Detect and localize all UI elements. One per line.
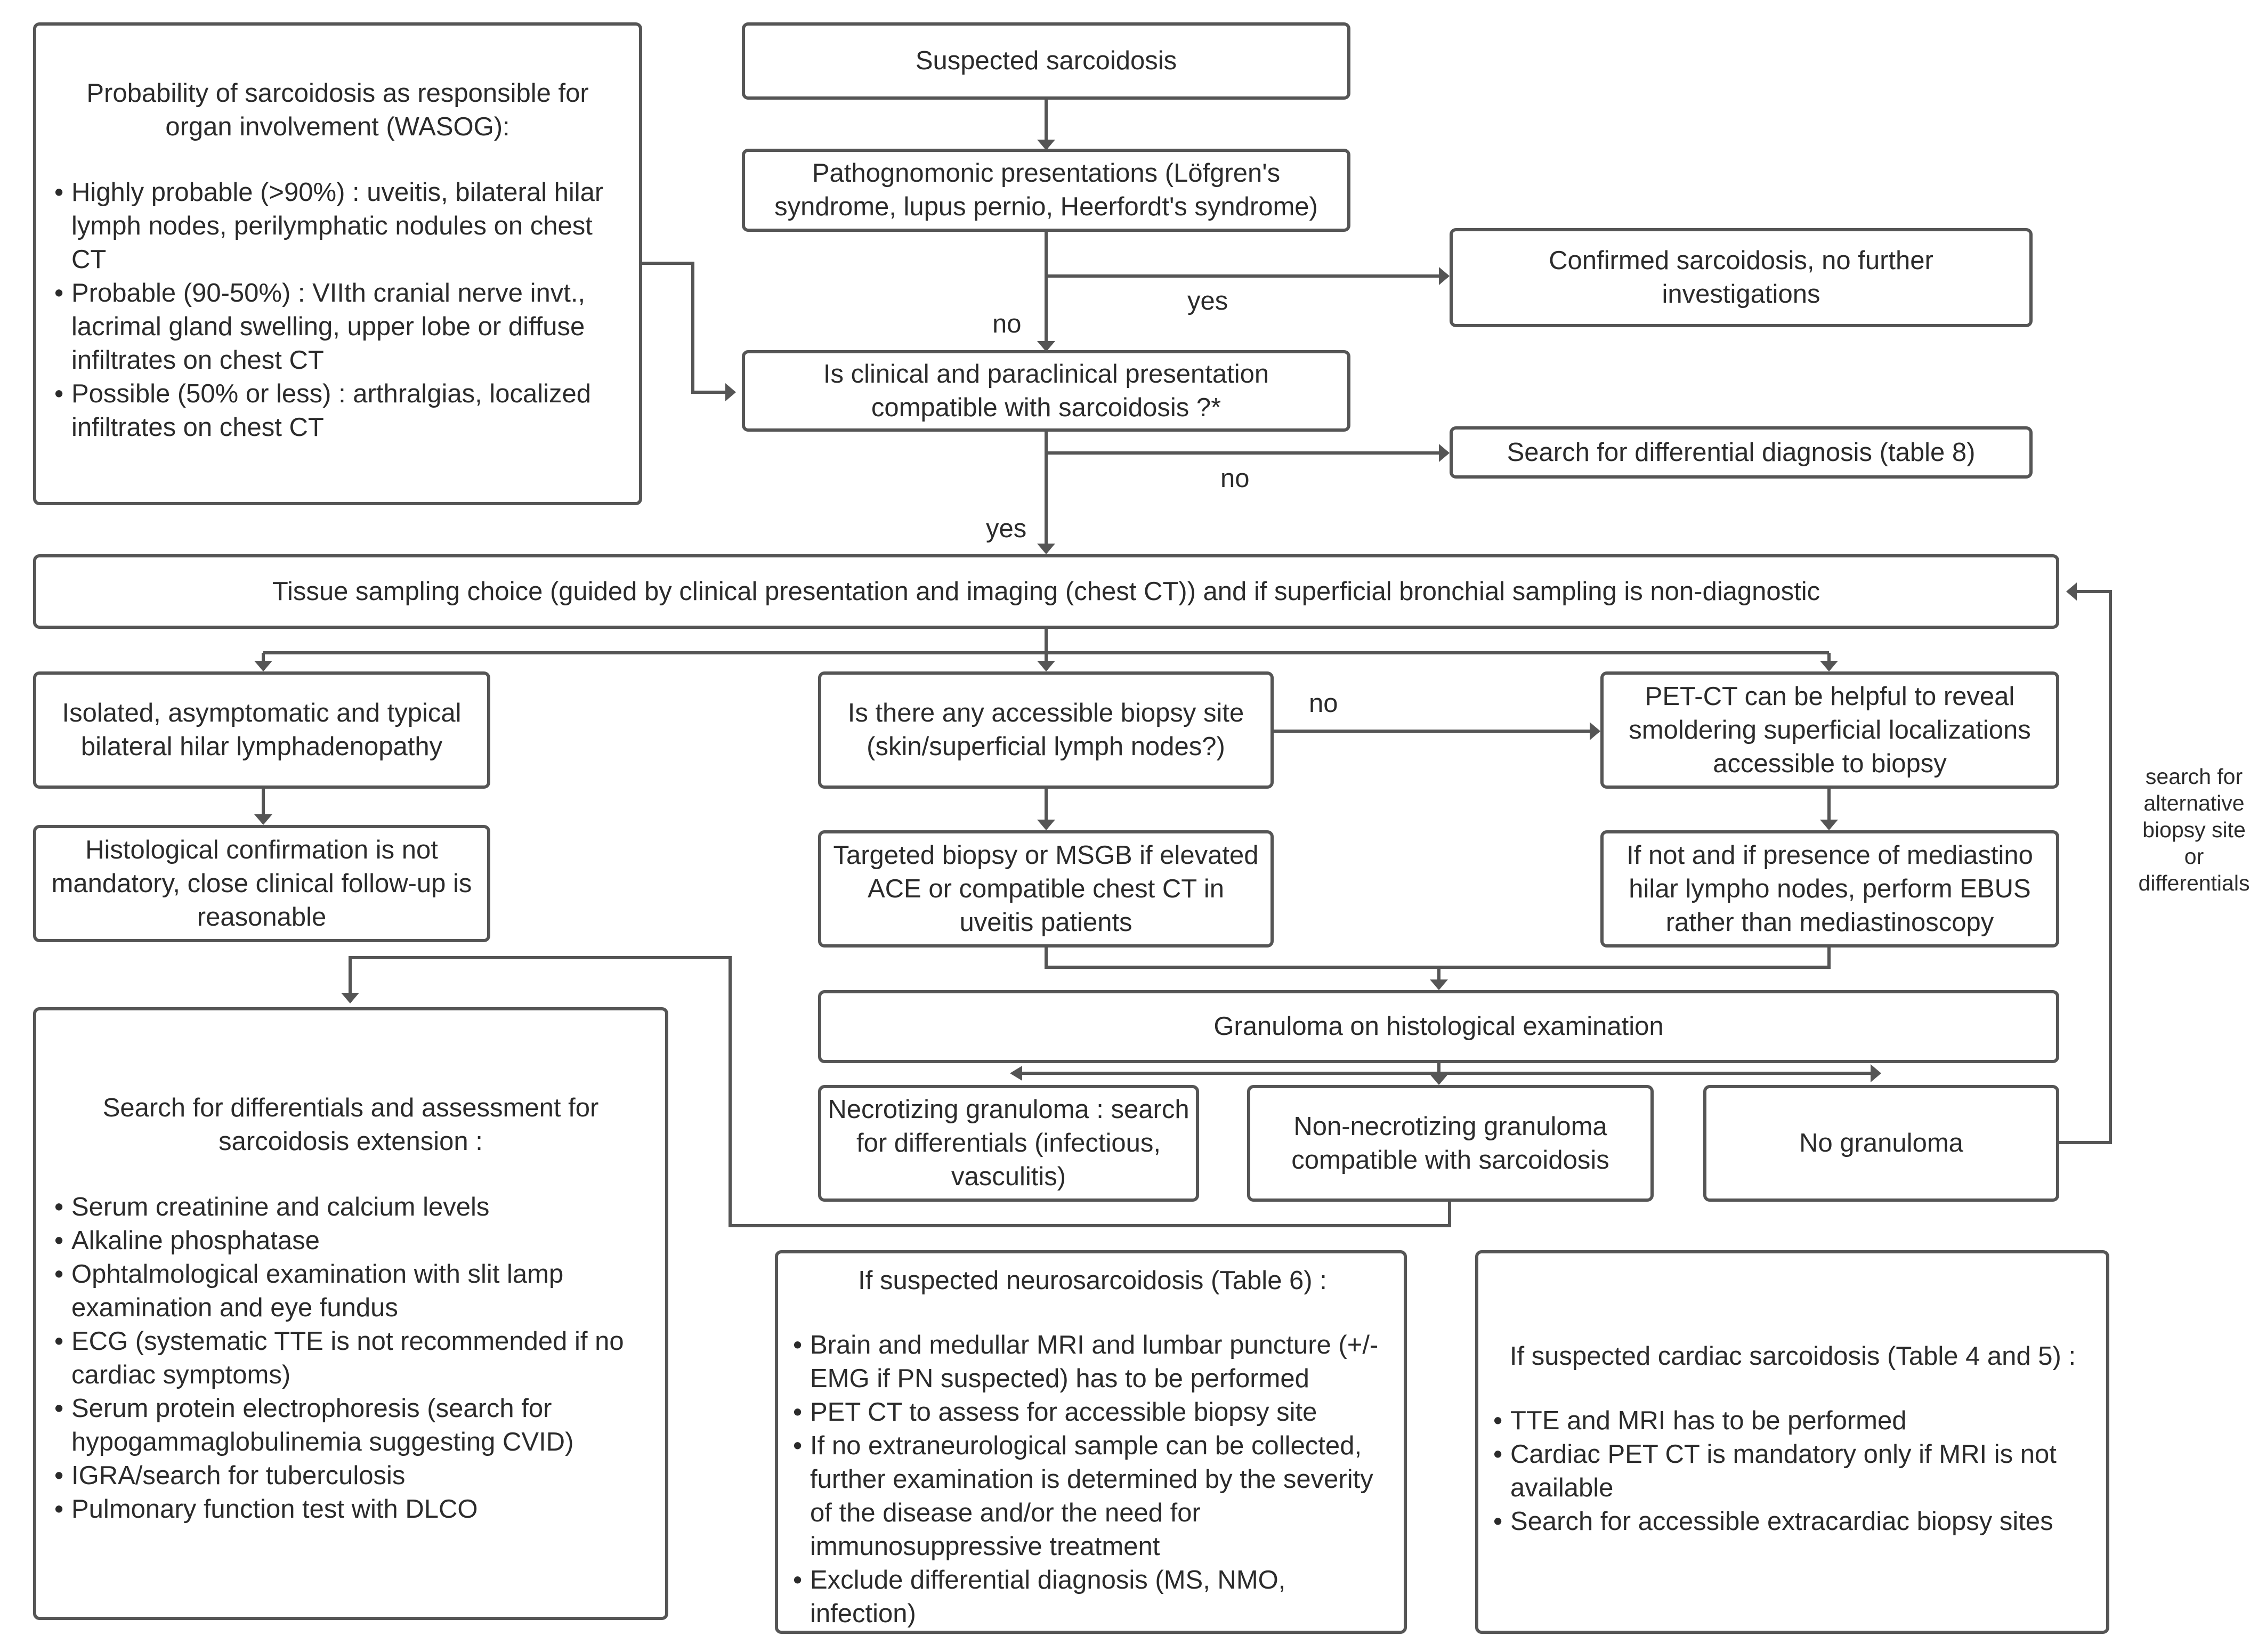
label-no-accessible: no [1309, 689, 1338, 718]
targeted-biopsy-box: Targeted biopsy or MSGB if elevated ACE … [818, 830, 1274, 948]
extension-item: Pulmonary function test with DLCO [51, 1493, 650, 1526]
extension-item: Ophtalmological examination with slit la… [51, 1258, 650, 1325]
non-necrotizing-granuloma-box: Non-necrotizing granuloma compatible wit… [1247, 1085, 1654, 1202]
compatible-presentation-text: Is clinical and paraclinical presentatio… [823, 359, 1269, 422]
extension-item: Serum creatinine and calcium levels [51, 1191, 650, 1224]
histological-not-mandatory-text: Histological confirmation is not mandato… [51, 835, 472, 932]
cardiac-sarcoidosis-heading: If suspected cardiac sarcoidosis (Table … [1509, 1342, 2076, 1371]
probability-item: Possible (50% or less) : arthralgias, lo… [51, 377, 624, 444]
probability-heading: Probability of sarcoidosis as responsibl… [86, 79, 589, 141]
isolated-lymphadenopathy-box: Isolated, asymptomatic and typical bilat… [33, 671, 490, 789]
cardiac-sarcoidosis-item: Search for accessible extracardiac biops… [1490, 1505, 2095, 1538]
isolated-lymphadenopathy-text: Isolated, asymptomatic and typical bilat… [62, 699, 462, 761]
label-alternative-biopsy: search for alternative biopsy site or di… [2138, 764, 2250, 895]
cardiac-sarcoidosis-item: TTE and MRI has to be performed [1490, 1404, 2095, 1438]
pathognomonic-box: Pathognomonic presentations (Löfgren's s… [742, 149, 1350, 232]
label-yes-pathognomonic: yes [1187, 287, 1228, 315]
no-granuloma-box: No granuloma [1703, 1085, 2059, 1202]
suspected-sarcoidosis-box: Suspected sarcoidosis [742, 22, 1350, 100]
arrow-no-granuloma-loop [2058, 590, 2112, 1144]
tissue-sampling-box: Tissue sampling choice (guided by clinic… [33, 554, 2059, 629]
granuloma-exam-text: Granuloma on histological examination [1213, 1012, 1664, 1041]
arrow-probability-to-compatible [642, 262, 734, 394]
probability-item: Highly probable (>90%) : uveitis, bilate… [51, 176, 624, 277]
granuloma-exam-box: Granuloma on histological examination [818, 990, 2059, 1063]
arrow-compatible-no [1045, 432, 1448, 455]
neurosarcoidosis-item: Brain and medullar MRI and lumbar punctu… [790, 1329, 1395, 1396]
accessible-site-text: Is there any accessible biopsy site (ski… [847, 699, 1244, 761]
necrotizing-granuloma-text: Necrotizing granuloma : search for diffe… [828, 1095, 1189, 1191]
neurosarcoidosis-box: If suspected neurosarcoidosis (Table 6) … [775, 1250, 1407, 1634]
label-yes-compatible: yes [986, 514, 1027, 543]
petct-helpful-box: PET-CT can be helpful to reveal smolderi… [1600, 671, 2059, 789]
suspected-sarcoidosis-text: Suspected sarcoidosis [915, 46, 1177, 75]
accessible-site-box: Is there any accessible biopsy site (ski… [818, 671, 1274, 789]
neurosarcoidosis-item: Exclude differential diagnosis (MS, NMO,… [790, 1564, 1395, 1631]
non-necrotizing-granuloma-text: Non-necrotizing granuloma compatible wit… [1291, 1112, 1609, 1175]
search-differential-box: Search for differential diagnosis (table… [1450, 426, 2033, 479]
extension-item: IGRA/search for tuberculosis [51, 1459, 650, 1493]
arrow-granuloma-outcomes [1021, 1063, 1871, 1083]
probability-item: Probable (90-50%) : VIIth cranial nerve … [51, 277, 624, 377]
necrotizing-granuloma-box: Necrotizing granuloma : search for diffe… [818, 1085, 1199, 1202]
extension-box: Search for differentials and assessment … [33, 1007, 668, 1620]
label-no-pathognomonic: no [992, 310, 1022, 338]
probability-box: Probability of sarcoidosis as responsibl… [33, 22, 642, 505]
cardiac-sarcoidosis-box: If suspected cardiac sarcoidosis (Table … [1475, 1250, 2109, 1634]
extension-item: Serum protein electrophoresis (search fo… [51, 1392, 650, 1459]
confirmed-sarcoidosis-text: Confirmed sarcoidosis, no further invest… [1549, 246, 1933, 309]
extension-item: ECG (systematic TTE is not recommended i… [51, 1325, 650, 1392]
confirmed-sarcoidosis-box: Confirmed sarcoidosis, no further invest… [1450, 228, 2033, 327]
histological-not-mandatory-box: Histological confirmation is not mandato… [33, 825, 490, 942]
targeted-biopsy-text: Targeted biopsy or MSGB if elevated ACE … [833, 840, 1259, 937]
neurosarcoidosis-heading: If suspected neurosarcoidosis (Table 6) … [858, 1266, 1327, 1295]
label-no-compatible: no [1220, 464, 1250, 493]
search-differential-text: Search for differential diagnosis (table… [1507, 438, 1976, 467]
extension-heading: Search for differentials and assessment … [102, 1094, 599, 1156]
ebus-text: If not and if presence of mediastino hil… [1626, 840, 2033, 937]
tissue-sampling-text: Tissue sampling choice (guided by clinic… [272, 577, 1820, 606]
compatible-presentation-box: Is clinical and paraclinical presentatio… [742, 350, 1350, 432]
cardiac-sarcoidosis-item: Cardiac PET CT is mandatory only if MRI … [1490, 1438, 2095, 1505]
ebus-box: If not and if presence of mediastino hil… [1600, 830, 2059, 948]
no-granuloma-text: No granuloma [1799, 1129, 1963, 1157]
arrow-nonnecrotizing-to-extension [349, 956, 1451, 1227]
extension-item: Alkaline phosphatase [51, 1224, 650, 1258]
petct-helpful-text: PET-CT can be helpful to reveal smolderi… [1629, 682, 2031, 778]
neurosarcoidosis-item: If no extraneurological sample can be co… [790, 1429, 1395, 1564]
pathognomonic-text: Pathognomonic presentations (Löfgren's s… [774, 159, 1318, 221]
neurosarcoidosis-item: PET CT to assess for accessible biopsy s… [790, 1396, 1395, 1429]
